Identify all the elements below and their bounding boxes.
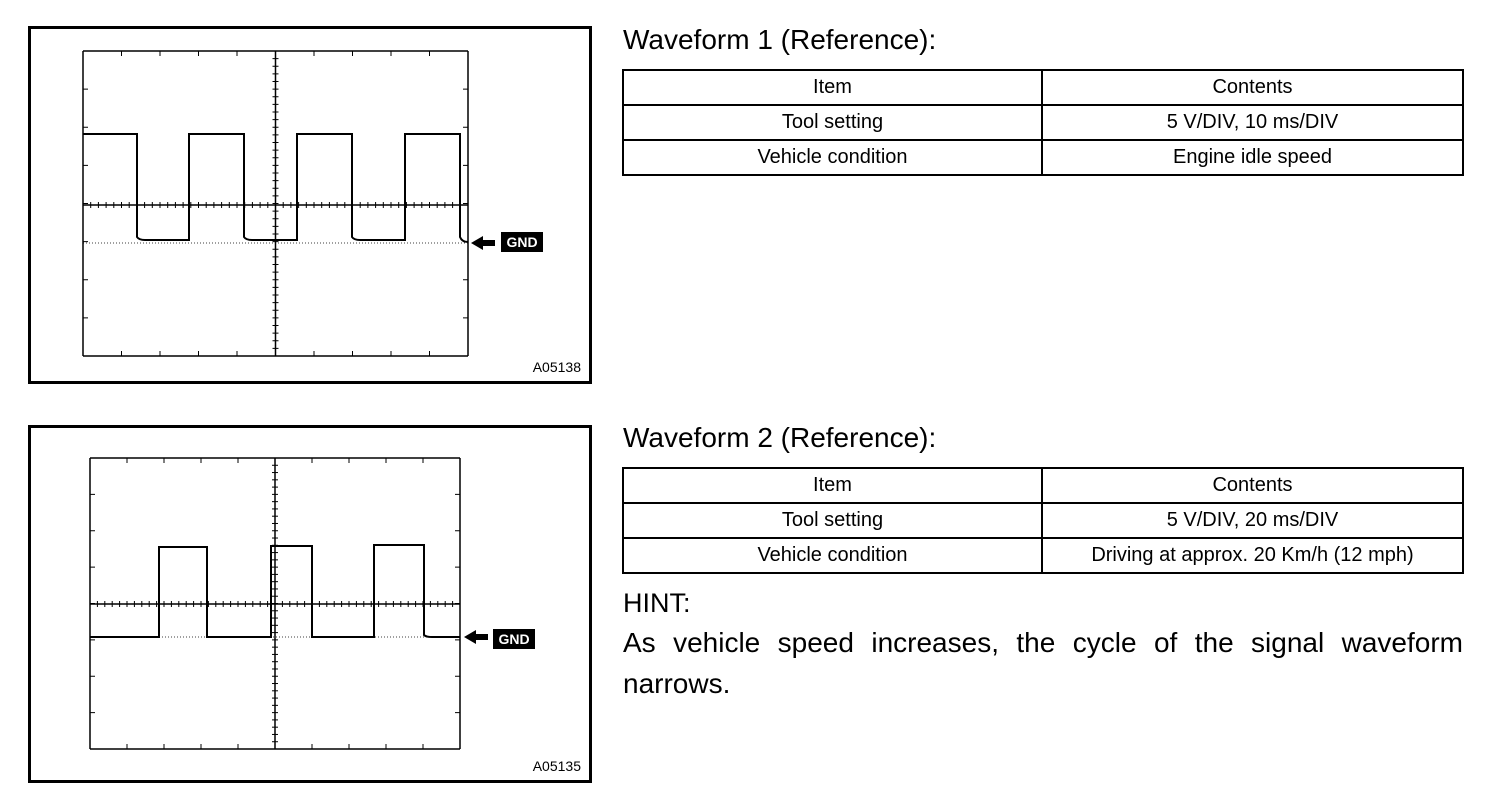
ground-arrow-icon bbox=[471, 236, 495, 250]
table-cell: Tool setting bbox=[622, 502, 1043, 539]
table-row: Tool setting 5 V/DIV, 20 ms/DIV bbox=[622, 502, 1464, 539]
waveform-1-table: Item Contents Tool setting 5 V/DIV, 10 m… bbox=[622, 69, 1464, 176]
waveform-1-title: Waveform 1 (Reference): bbox=[623, 24, 937, 55]
table-header-cell: Item bbox=[622, 69, 1043, 106]
ground-label-box bbox=[493, 629, 535, 649]
table-cell: Engine idle speed bbox=[1041, 139, 1464, 176]
table-header-cell: Contents bbox=[1041, 69, 1464, 106]
hint-label: HINT: bbox=[623, 588, 691, 618]
ground-label-box bbox=[501, 232, 543, 252]
table-row: Vehicle condition Driving at approx. 20 … bbox=[622, 537, 1464, 574]
ground-label: GND bbox=[498, 631, 529, 647]
table-cell: 5 V/DIV, 10 ms/DIV bbox=[1041, 104, 1464, 141]
ground-label: GND bbox=[506, 234, 537, 250]
ground-arrow-icon bbox=[464, 630, 488, 644]
waveform-2-grid bbox=[89, 457, 461, 750]
waveform-2-title: Waveform 2 (Reference): bbox=[623, 422, 937, 453]
waveform-2-figure: GND A05135 bbox=[28, 425, 592, 783]
waveform-1-scope: GND bbox=[82, 50, 543, 357]
table-header-row: Item Contents bbox=[622, 467, 1464, 504]
table-row: Tool setting 5 V/DIV, 10 ms/DIV bbox=[622, 104, 1464, 141]
table-cell: Driving at approx. 20 Km/h (12 mph) bbox=[1041, 537, 1464, 574]
table-header-row: Item Contents bbox=[622, 69, 1464, 106]
table-cell: Tool setting bbox=[622, 104, 1043, 141]
waveform-1-figure: GND A05138 bbox=[28, 26, 592, 384]
hint-text: As vehicle speed increases, the cycle of… bbox=[623, 627, 1463, 699]
waveform-1-signal bbox=[83, 133, 469, 243]
figure-code: A05135 bbox=[532, 758, 581, 774]
table-cell: 5 V/DIV, 20 ms/DIV bbox=[1041, 502, 1464, 539]
table-cell: Vehicle condition bbox=[622, 139, 1043, 176]
waveform-2-scope: GND bbox=[89, 457, 535, 750]
table-cell: Vehicle condition bbox=[622, 537, 1043, 574]
table-header-cell: Item bbox=[622, 467, 1043, 504]
table-row: Vehicle condition Engine idle speed bbox=[622, 139, 1464, 176]
waveform-2-table: Item Contents Tool setting 5 V/DIV, 20 m… bbox=[622, 467, 1464, 574]
waveform-2-signal bbox=[90, 544, 460, 638]
waveform-1-grid bbox=[82, 50, 469, 357]
table-header-cell: Contents bbox=[1041, 467, 1464, 504]
figure-code: A05138 bbox=[532, 359, 581, 375]
